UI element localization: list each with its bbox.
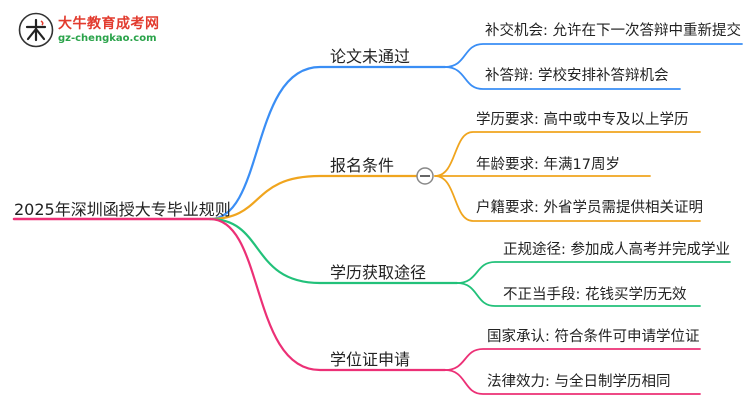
leaf-label-age-requirement: 年龄要求: 年满17周岁 — [476, 157, 620, 173]
connector-enrollment-leaf-0 — [434, 131, 701, 177]
connector-root-to-thesis — [208, 65, 447, 221]
connector-degree-path-leaf-1 — [456, 282, 701, 307]
leaf-label-legit-path: 正规途径: 参加成人高考并完成学业 — [503, 242, 730, 258]
connector-diploma-application-leaf-0 — [444, 348, 701, 371]
connector-thesis-leaf-0 — [444, 43, 743, 68]
leaf-label-legal-effect: 法律效力: 与全日制学历相同 — [487, 374, 671, 390]
branch-label-degree-path: 学历获取途径 — [330, 263, 427, 282]
leaf-label-improper-means: 不正当手段: 花钱买学历无效 — [503, 287, 687, 303]
site-logo: 大牛教育成考网 gz-chengkao.com — [14, 8, 164, 52]
connector-thesis-leaf-1 — [444, 66, 681, 90]
leaf-label-national-recognition: 国家承认: 符合条件可申请学位证 — [487, 329, 700, 345]
leaf-label-education-requirement: 学历要求: 高中或中专及以上学历 — [476, 112, 689, 128]
connector-diploma-application-leaf-1 — [444, 369, 701, 395]
connector-root-to-degree-path — [208, 217, 459, 285]
branch-label-thesis: 论文未通过 — [330, 47, 411, 66]
leaf-label-resubmit: 补交机会: 允许在下一次答辩中重新提交 — [485, 23, 741, 39]
logo-seal-icon — [18, 12, 54, 48]
branch-label-diploma-application: 学位证申请 — [330, 350, 411, 369]
connector-enrollment-leaf-2 — [434, 175, 701, 222]
logo-name: 大牛教育成考网 — [58, 16, 160, 32]
branch-label-enrollment: 报名条件 — [330, 156, 395, 175]
leaf-label-re-defense: 补答辩: 学校安排补答辩机会 — [485, 68, 669, 84]
connector-root-to-diploma-application — [208, 217, 447, 372]
logo-url: gz-chengkao.com — [58, 33, 157, 44]
root-node-label: 2025年深圳函授大专毕业规则 — [14, 200, 231, 219]
leaf-label-residency-requirement: 户籍要求: 外省学员需提供相关证明 — [476, 200, 703, 216]
minus-circle-icon[interactable] — [416, 167, 434, 185]
connector-root-to-enrollment — [208, 174, 427, 221]
connector-degree-path-leaf-0 — [456, 261, 731, 284]
